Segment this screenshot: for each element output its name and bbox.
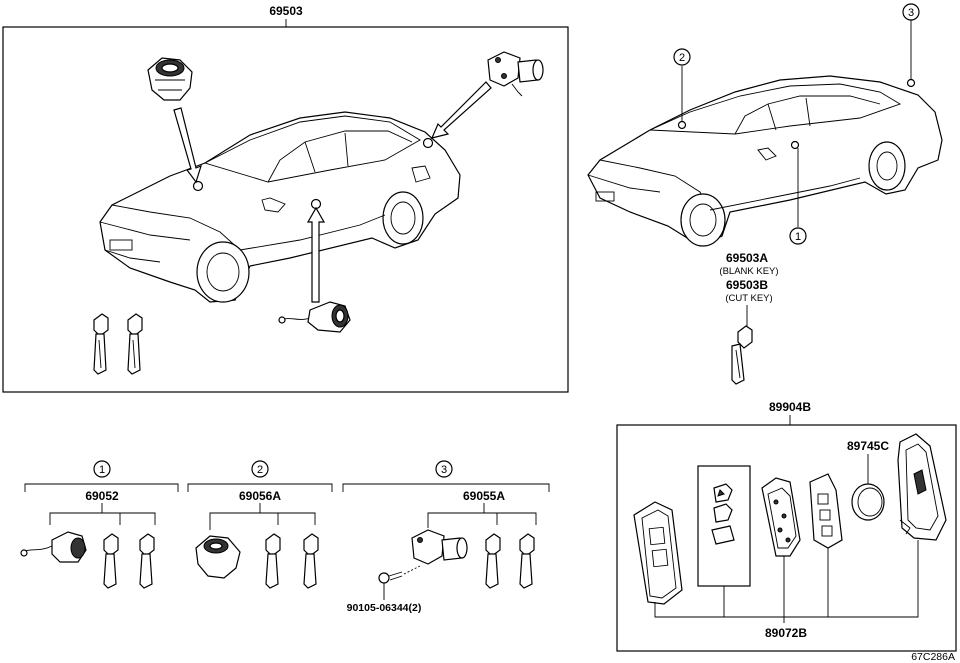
main-frame [2,26,569,393]
arrow-to-trunk [430,81,492,139]
fob-inner-housing-icon [809,473,843,549]
car-illustration-left [99,111,461,303]
label-90105-06344[interactable]: 90105-06344(2) [347,602,422,614]
callout-1-top: 1 [789,227,807,245]
trunk-cylinder-icon [487,51,544,97]
ignition-cylinder-icon [147,57,193,101]
label-69052[interactable]: 69052 [85,489,119,503]
callout-dot-2 [677,120,687,130]
svg-text:2: 2 [679,52,685,64]
battery-icon: 89745C [847,439,889,521]
key-blank-icon [731,325,753,385]
marker-trunk [422,137,434,149]
keys-in-box [93,313,143,375]
blank-cut-key-group: 69503A (BLANK KEY) 69503B (CUT KEY) [719,251,779,385]
label-69503B[interactable]: 69503B [726,278,768,292]
note-cut-key: (CUT KEY) [725,293,772,304]
car-callout-view: 2 1 3 [587,3,943,247]
cyl-set-2: 2 69056A [187,460,333,589]
fob-case-front-icon [633,501,683,605]
label-69055A[interactable]: 69055A [463,489,505,503]
callout-dot-3 [906,78,916,88]
svg-text:3: 3 [441,464,447,476]
label-69503[interactable]: 69503 [269,4,303,18]
fob-button-pad-icon [697,465,751,587]
fob-case-back-icon [897,433,947,541]
marker-dash [192,180,204,192]
assy-leaders [654,540,919,618]
cyl-set-3: 3 69055A 90105-06344(2) [342,460,550,614]
label-89745C[interactable]: 89745C [847,439,889,453]
label-89072B[interactable]: 89072B [765,626,807,640]
diagram-code: 67C286A [911,651,955,663]
label-69056A[interactable]: 69056A [239,489,281,503]
callout-2-top: 2 [673,48,691,66]
label-89904B[interactable]: 89904B [769,400,811,414]
callout-dot-1 [790,140,800,150]
keyfob-box: 89904B [616,400,957,652]
fob-circuit-board-icon [761,477,801,557]
cylinder-sets: 1 69052 2 69056A [20,460,550,614]
label-69503A[interactable]: 69503A [726,251,768,265]
keyfob-frame [616,424,957,652]
svg-text:1: 1 [795,231,801,243]
door-cylinder-icon [278,301,351,333]
svg-text:3: 3 [908,7,914,19]
svg-text:1: 1 [99,464,105,476]
callout-3-top: 3 [902,3,920,21]
screw-icon [378,565,421,600]
main-assembly-box: 69503 [2,4,569,393]
arrow-to-door [306,206,326,303]
arrow-to-dash [173,107,202,184]
note-blank-key: (BLANK KEY) [719,266,778,277]
cyl-set-1: 1 69052 [20,460,179,589]
svg-text:2: 2 [257,464,263,476]
